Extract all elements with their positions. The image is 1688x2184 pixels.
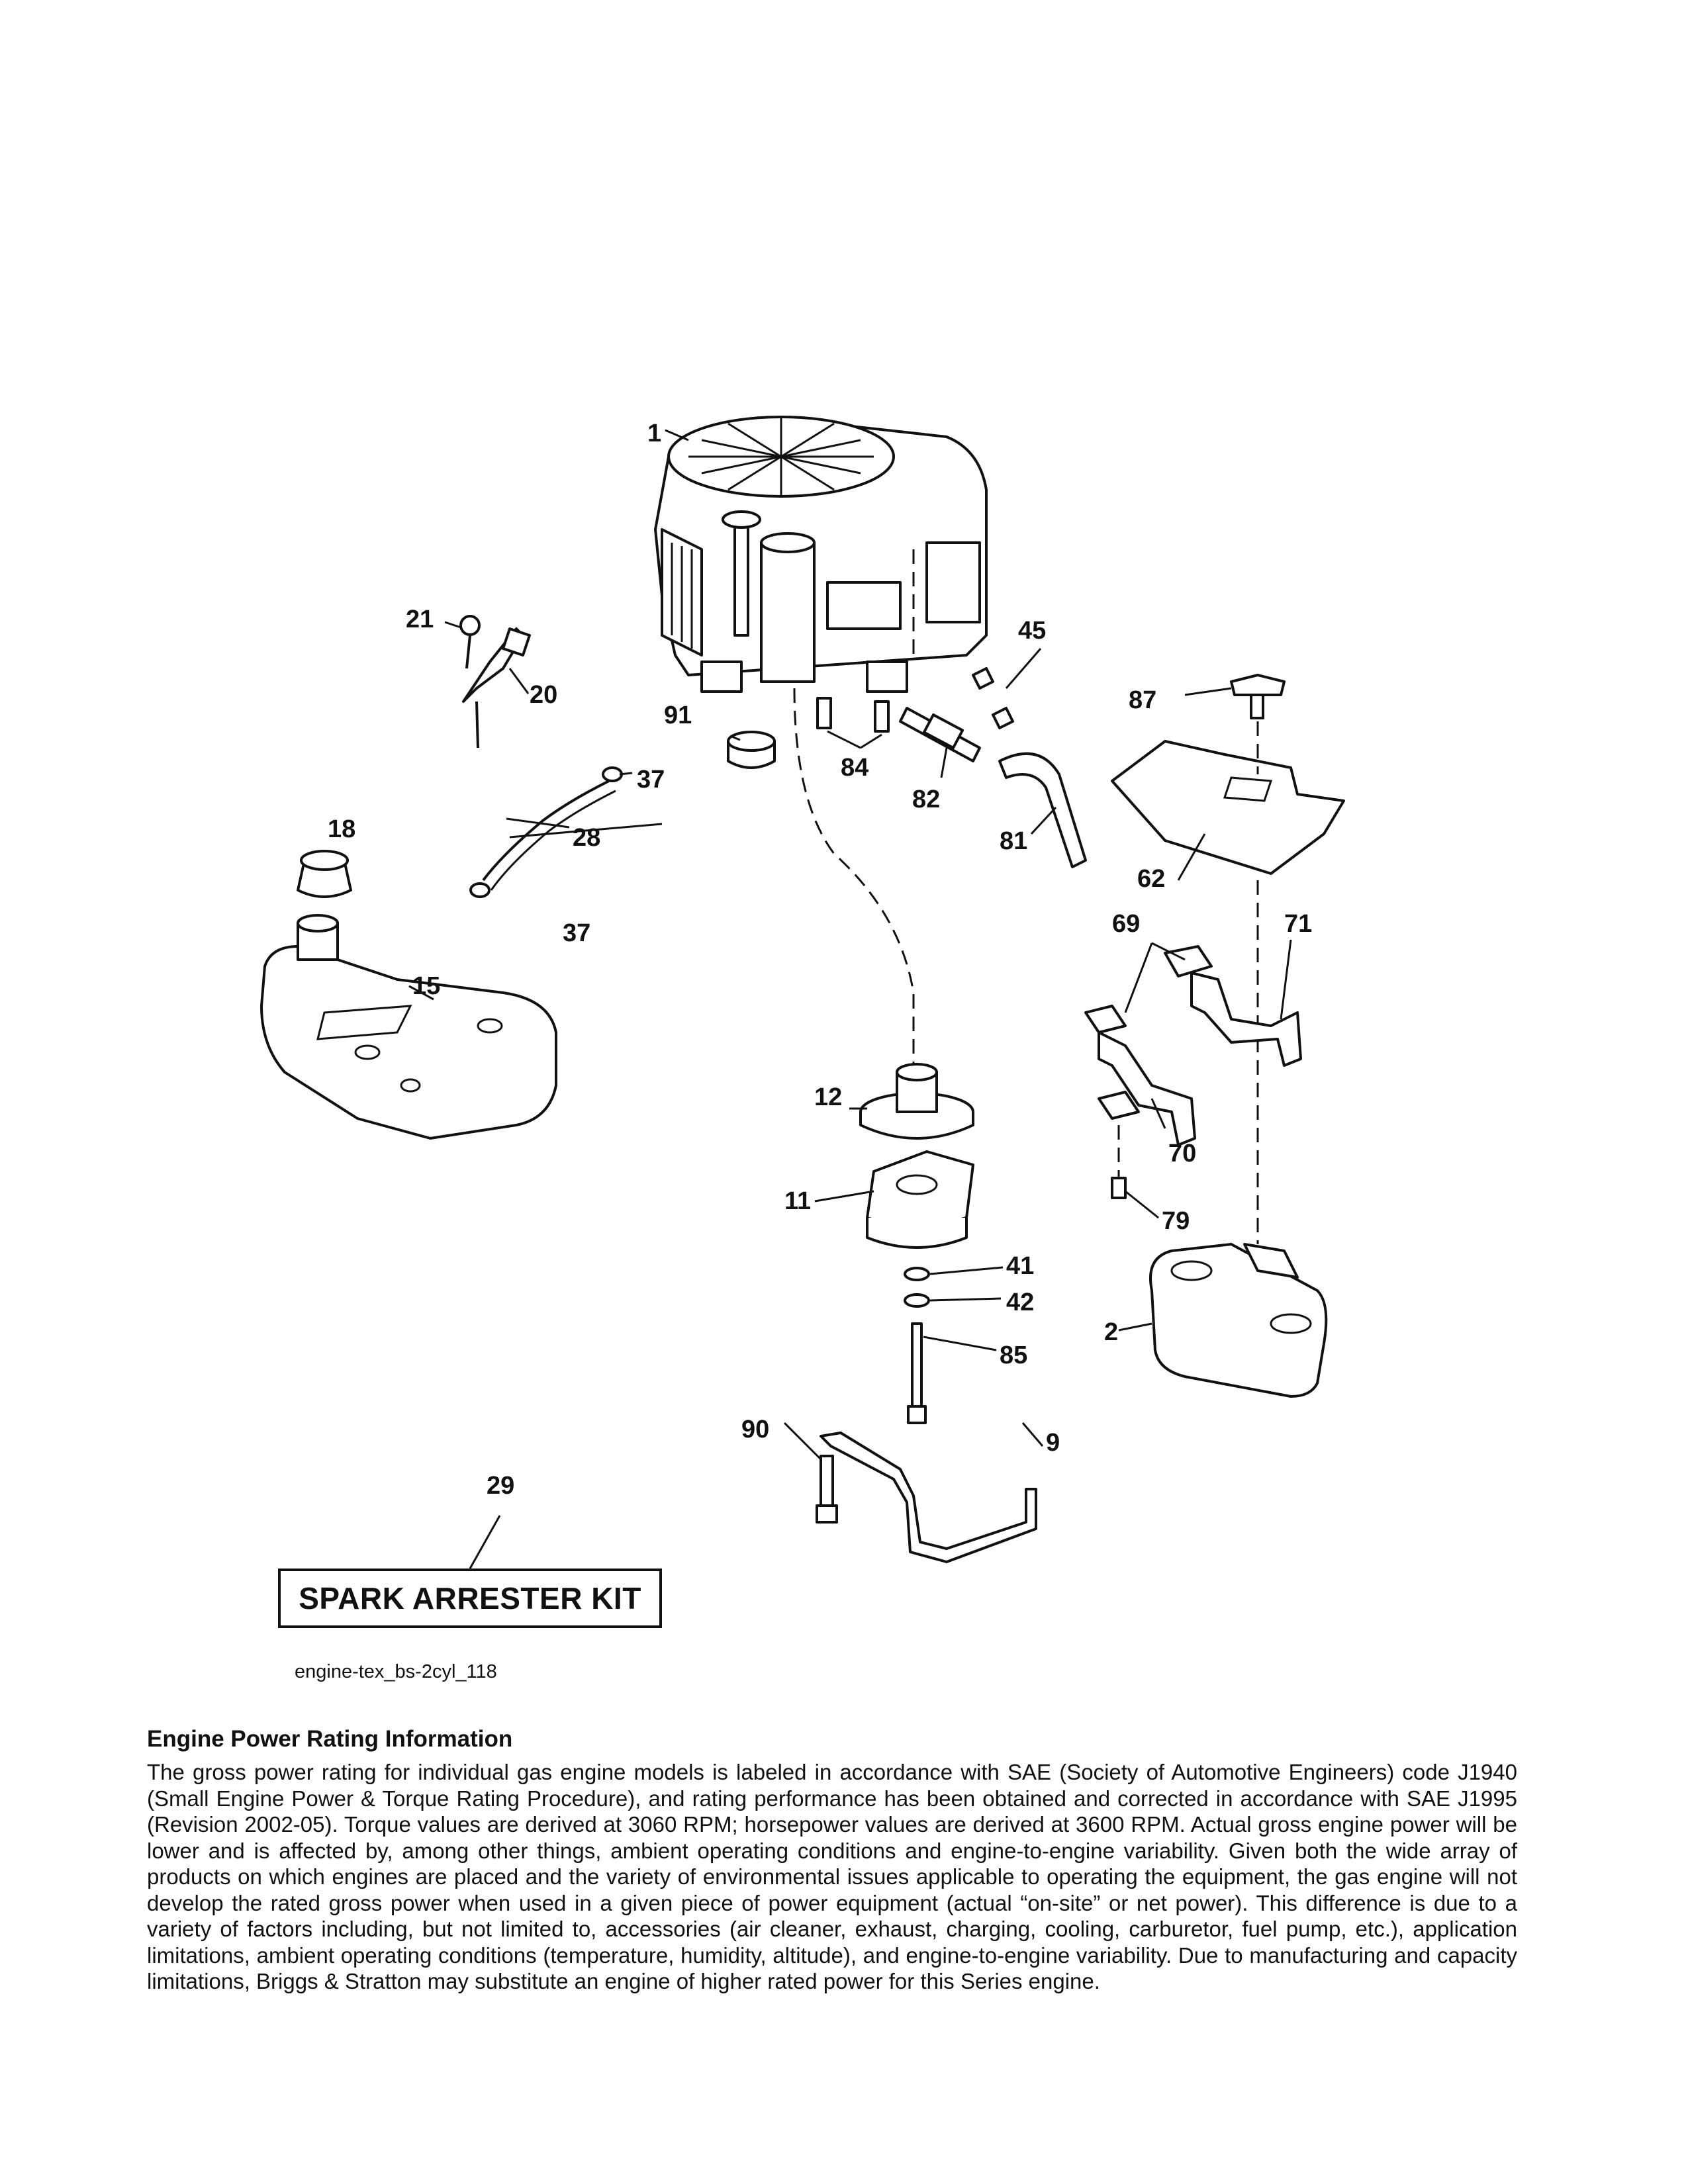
callout-84: 84: [841, 754, 868, 782]
engine-part-1: [654, 416, 988, 693]
callout-21: 21: [406, 606, 434, 633]
callout-18: 18: [328, 815, 355, 843]
engine-power-rating-body: The gross power rating for individual ga…: [147, 1760, 1517, 1993]
callout-42: 42: [1006, 1289, 1034, 1316]
bolt-part-85: [907, 1322, 927, 1424]
callout-71: 71: [1284, 910, 1312, 938]
callout-11: 11: [784, 1187, 811, 1215]
bracket-part-9: [820, 1432, 1037, 1563]
callout-9: 9: [1046, 1429, 1060, 1457]
fuel-line-part-28: [469, 766, 623, 898]
hose-part-81: [998, 752, 1087, 868]
engine-power-rating-title: Engine Power Rating Information: [147, 1726, 513, 1752]
callout-12: 12: [814, 1083, 842, 1111]
fuel-tank-part-15: [260, 914, 557, 1140]
heat-shield-part-62: [1111, 721, 1345, 1244]
control-bracket-part-20: [459, 615, 531, 749]
callout-87: 87: [1129, 686, 1156, 714]
callout-37a: 37: [637, 766, 665, 794]
figure-id: engine-tex_bs-2cyl_118: [295, 1661, 497, 1682]
callout-69: 69: [1112, 910, 1140, 938]
callout-79: 79: [1162, 1207, 1190, 1235]
callout-29: 29: [487, 1472, 514, 1500]
fuel-cap-part-18: [297, 850, 352, 898]
callout-45: 45: [1018, 617, 1046, 645]
spacer-part-91: [727, 731, 776, 769]
bolts-part-84: [816, 697, 890, 733]
callout-20: 20: [530, 681, 557, 709]
callout-81: 81: [1000, 827, 1027, 855]
clutch-part-11: [866, 1150, 974, 1249]
exhaust-pipe-part-71: [1190, 972, 1302, 1067]
muffler-part-2: [1149, 1243, 1328, 1398]
callout-82: 82: [912, 786, 940, 813]
callout-85: 85: [1000, 1342, 1027, 1369]
bolt-part-87: [1230, 674, 1286, 719]
bolt-part-79: [1111, 1125, 1127, 1199]
callout-90: 90: [741, 1416, 769, 1443]
callout-91: 91: [664, 702, 692, 729]
bolt-part-90: [816, 1455, 838, 1524]
callout-2: 2: [1104, 1318, 1118, 1346]
callout-37b: 37: [563, 919, 590, 947]
fuel-filter-part-82: [899, 667, 1014, 762]
callout-28: 28: [573, 824, 600, 852]
gaskets-part-69: [1084, 945, 1213, 1034]
callout-41: 41: [1006, 1252, 1034, 1280]
callout-1: 1: [647, 420, 661, 447]
belt-path-line: [793, 688, 915, 1072]
leader-lines: [408, 429, 1292, 1569]
callout-70: 70: [1168, 1140, 1196, 1167]
callout-15: 15: [412, 972, 440, 1000]
exhaust-pipe-part-70: [1098, 1031, 1196, 1146]
spark-arrester-kit-label: SPARK ARRESTER KIT: [278, 1569, 662, 1628]
callout-62: 62: [1137, 865, 1165, 893]
pulley-part-12: [859, 1063, 974, 1140]
washer-part-42: [904, 1293, 930, 1308]
washer-part-41: [904, 1267, 930, 1281]
